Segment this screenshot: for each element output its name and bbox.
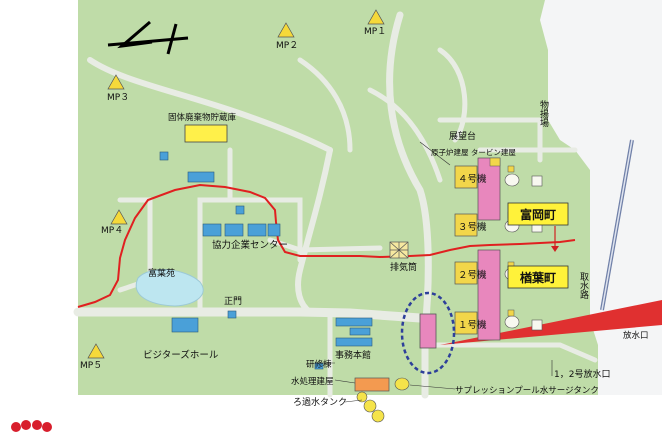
- mp2-label: MP２: [276, 41, 298, 51]
- storage-building: [184, 124, 228, 143]
- suppression-tank-label: サプレッションプール水サージタンク: [455, 385, 599, 396]
- office-label: 事務本館: [335, 349, 371, 361]
- exhaust-stack-icon: [389, 241, 409, 259]
- observation-deck-label: 展望台: [449, 130, 476, 142]
- pond: [135, 269, 204, 307]
- unit4-label: ４号機: [458, 173, 487, 185]
- sea: [540, 0, 662, 395]
- naraha-town-box: 楢葉町: [507, 265, 569, 289]
- unit3-label: ３号機: [458, 221, 487, 233]
- monitoring-post-icon: [367, 9, 385, 25]
- road-network: [73, 11, 598, 399]
- outlet-label: 1，2号放水口: [554, 368, 610, 380]
- monitoring-post-icon: [87, 343, 105, 359]
- monitoring-post-icon: [277, 22, 295, 38]
- filter-tanks: [356, 391, 385, 423]
- training-label: 研修棟: [306, 359, 332, 370]
- reactor-complex: [419, 157, 543, 349]
- monitoring-post-icons: [87, 9, 385, 359]
- main-gate-label: 正門: [224, 296, 242, 307]
- reactor-turbine-label: 原子炉建屋 タービン建屋: [431, 147, 516, 157]
- logistics-label: 物揚場: [538, 99, 549, 128]
- monitoring-post-icon: [110, 209, 128, 225]
- filter-tank-label: ろ過水タンク: [293, 396, 347, 408]
- mp4-label: MP４: [101, 226, 123, 236]
- highlight-circle: [400, 291, 456, 375]
- water-treatment-label: 水処理建屋: [291, 376, 334, 387]
- decorative-dots: [11, 420, 52, 432]
- tomioka-town-box: 富岡町: [507, 202, 569, 226]
- north-arrow-icon: [107, 20, 189, 55]
- mp5-label: MP５: [80, 361, 102, 371]
- storage-label: 固体廃棄物貯蔵庫: [168, 112, 237, 123]
- pond-label: 富葉苑: [148, 267, 175, 279]
- leader-lines: [318, 141, 553, 403]
- surge-tank: [394, 377, 410, 391]
- water-treatment-building: [354, 377, 390, 392]
- unit2-label: ２号機: [458, 269, 487, 281]
- blue-buildings: [159, 151, 373, 370]
- outlet-right-label: 放水口: [623, 330, 649, 341]
- intake-label: 取水路: [578, 272, 589, 300]
- mp3-label: MP３: [107, 93, 129, 103]
- cooperation-center-label: 協力企業センター: [212, 239, 288, 251]
- mp1-label: MP１: [364, 27, 386, 37]
- site-boundary-line: [77, 183, 576, 308]
- naraha-label: 楢葉町: [520, 270, 556, 285]
- tomioka-label: 富岡町: [520, 207, 556, 222]
- map-labels: MP１ MP２ MP３ MP４ MP５ 固体廃棄物貯蔵庫 協力企業センター 展望…: [80, 27, 649, 408]
- monitoring-post-icon: [107, 74, 125, 90]
- stack-label: 排気筒: [390, 261, 417, 273]
- unit1-label: １号機: [458, 319, 487, 331]
- visitors-hall-label: ビジターズホール: [143, 349, 219, 361]
